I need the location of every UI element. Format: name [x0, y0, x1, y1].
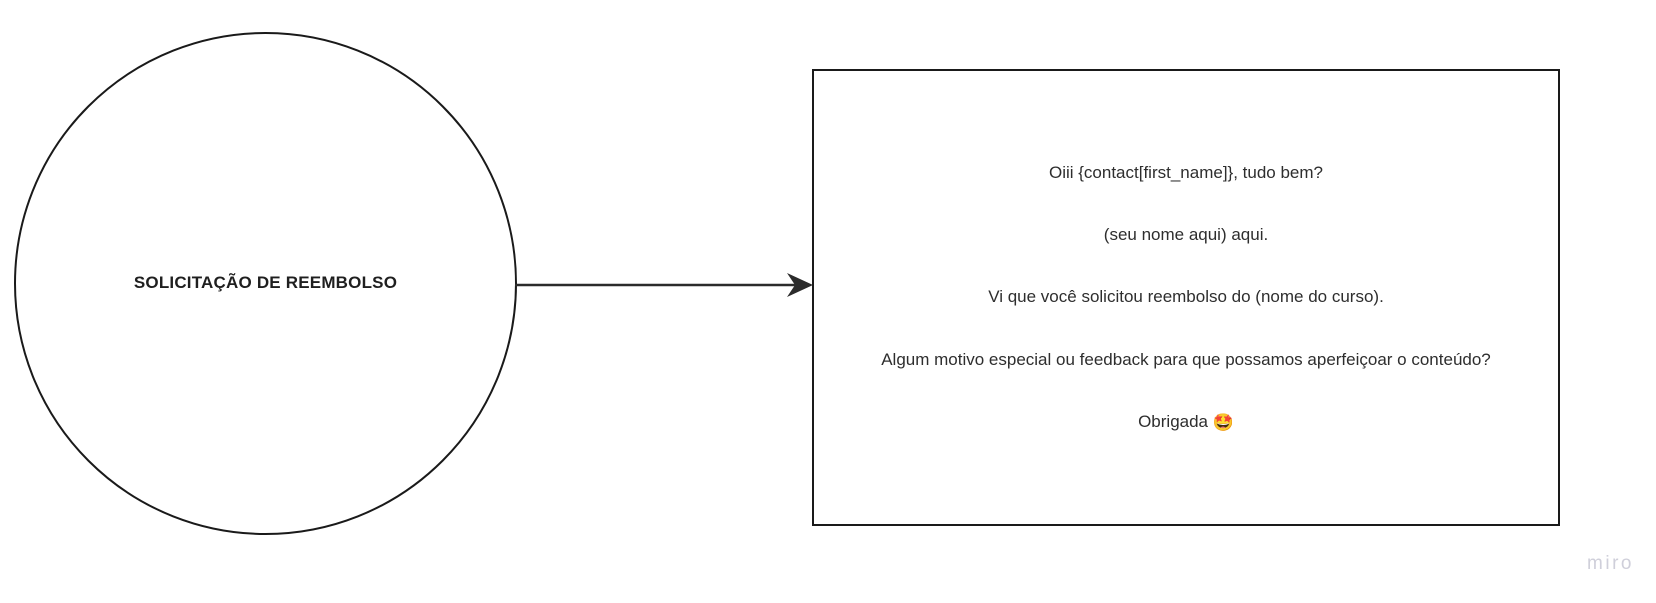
- star-struck-face-icon: 🤩: [1212, 413, 1234, 433]
- node-label: SOLICITAÇÃO DE REEMBOLSO: [133, 273, 398, 293]
- node-message-template[interactable]: Oiii {contact[first_name]}, tudo bem? (s…: [812, 69, 1560, 526]
- message-body: Oiii {contact[first_name]}, tudo bem? (s…: [814, 160, 1558, 436]
- message-line-refund-notice: Vi que você solicitou reembolso do (nome…: [988, 287, 1384, 307]
- node-solicitacao-de-reembolso[interactable]: SOLICITAÇÃO DE REEMBOLSO: [14, 32, 517, 535]
- message-line-greeting: Oiii {contact[first_name]}, tudo bem?: [1048, 162, 1324, 182]
- message-line-closing: Obrigada 🤩: [842, 409, 1530, 435]
- message-line-feedback-question: Algum motivo especial ou feedback para q…: [881, 349, 1491, 369]
- arrow-icon: [515, 273, 813, 297]
- connector-arrow[interactable]: [515, 262, 815, 308]
- miro-watermark: miro: [1587, 553, 1634, 574]
- message-line-introduction: (seu nome aqui) aqui.: [1103, 224, 1269, 244]
- closing-text: Obrigada: [1138, 412, 1213, 432]
